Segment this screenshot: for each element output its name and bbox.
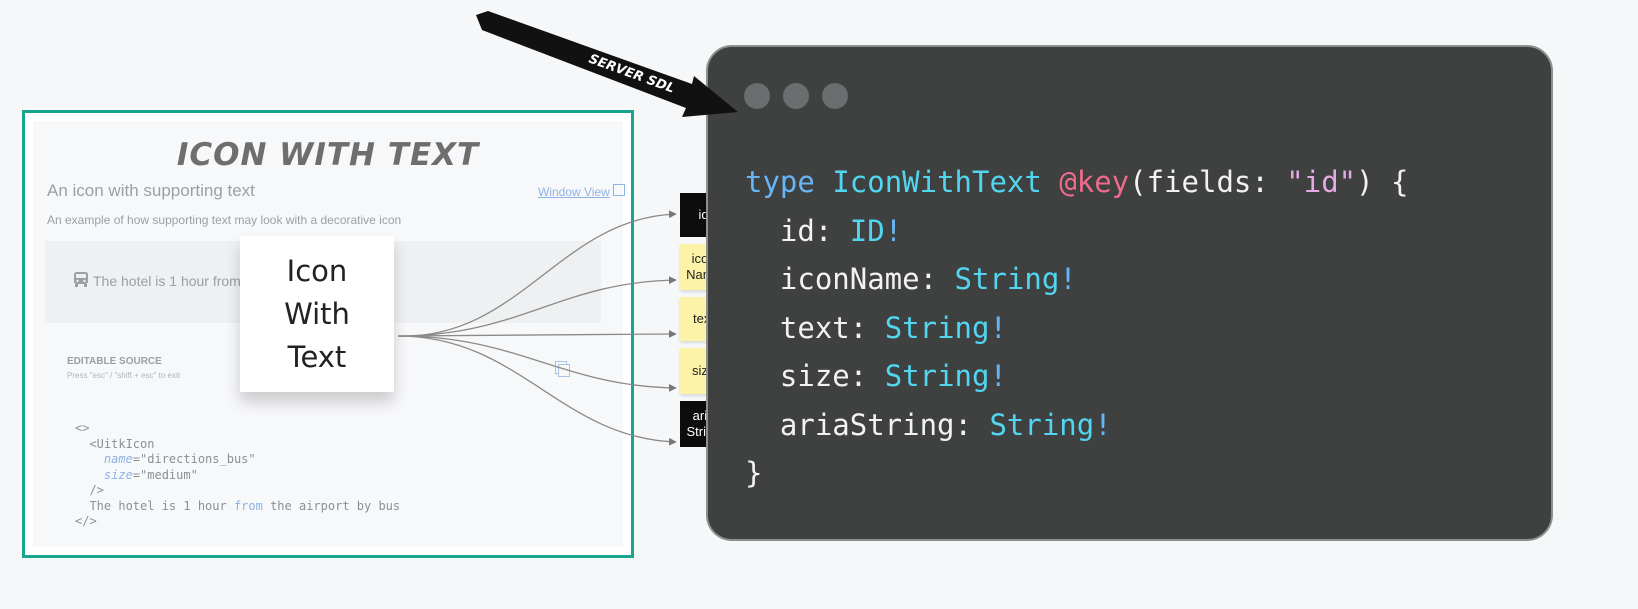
code-token: text: [745,310,885,345]
code-sample-line: </> [75,514,97,528]
code-sample-line: name="directions_bus" [103,452,256,466]
code-sample[interactable]: <> <UitkIcon name="directions_bus" size=… [75,421,400,530]
code-line: } [745,449,1409,498]
code-token: String [884,359,990,393]
code-token: ID [849,213,885,248]
code-token: "id" [1286,165,1357,199]
connector-curve [397,276,677,337]
field-tag-label: id [698,207,709,222]
code-token: ariaString: [745,407,990,442]
external-link-icon[interactable] [613,184,625,196]
connector-curve [397,335,677,392]
code-token: id: [745,213,850,248]
connector-curve [397,330,677,338]
copy-icon[interactable] [555,361,570,377]
code-sample-line: <> [75,421,90,435]
window-view-link[interactable]: Window View [538,185,610,199]
code-token: String [989,407,1095,442]
window-dot-icon [744,83,770,109]
code-token: size: [745,359,885,393]
sticky-note: Icon With Text [240,236,394,392]
code-line: id: ID! [745,207,1409,256]
connector-curve [397,335,677,446]
doc-panel-title: ICON WITH TEXT [176,137,480,173]
connector-curve [397,210,677,337]
code-line: type IconWithText @key(fields: "id") { [745,158,1409,207]
code-token: (fields: [1129,165,1287,199]
code-sample-line: size="medium" [103,467,198,482]
code-line: text: String! [745,304,1409,353]
code-token: } [745,456,763,490]
doc-heading: An icon with supporting text [47,181,255,200]
editable-source-label: EDITABLE SOURCE [67,356,162,367]
sdl-code-block[interactable]: type IconWithText @key(fields: "id") { i… [745,158,1409,498]
window-dot-icon [783,83,809,109]
code-token: ! [989,310,1007,345]
code-sample-line: /> [75,483,104,497]
code-token: IconWithText [832,165,1042,199]
window-dot-icon [822,83,848,109]
code-token: @key [1059,165,1130,199]
code-line: size: String! [745,352,1409,401]
code-token: ) { [1356,165,1409,199]
code-token: String [954,262,1060,296]
sticky-line: Text [287,339,347,374]
code-sample-line: <UitkIcon [75,436,155,451]
sticky-line: Icon [286,253,348,288]
code-line: ariaString: String! [745,401,1409,450]
code-sample-line: The hotel is 1 hour from the airport by … [75,498,401,513]
code-token: ! [1094,407,1112,442]
example-text: The hotel is 1 hour from t [93,273,249,289]
code-token: iconName: [745,262,955,296]
bus-icon [74,272,88,287]
code-token: ! [989,359,1007,393]
server-sdl-arrow-icon [476,11,738,117]
code-window: type IconWithText @key(fields: "id") { i… [706,45,1553,541]
editable-source-hint: Press "esc" / "shift + esc" to exit [67,371,180,380]
doc-subtext: An example of how supporting text may lo… [47,213,402,227]
code-token: String [884,310,990,345]
code-token: ! [1059,262,1077,296]
sticky-note-text: Icon With Text [284,250,350,379]
sticky-line: With [284,296,350,331]
code-line: iconName: String! [745,255,1409,304]
doc-panel: ICON WITH TEXT An icon with supporting t… [22,110,634,558]
code-token: type [745,165,815,199]
code-token: ! [884,213,903,248]
